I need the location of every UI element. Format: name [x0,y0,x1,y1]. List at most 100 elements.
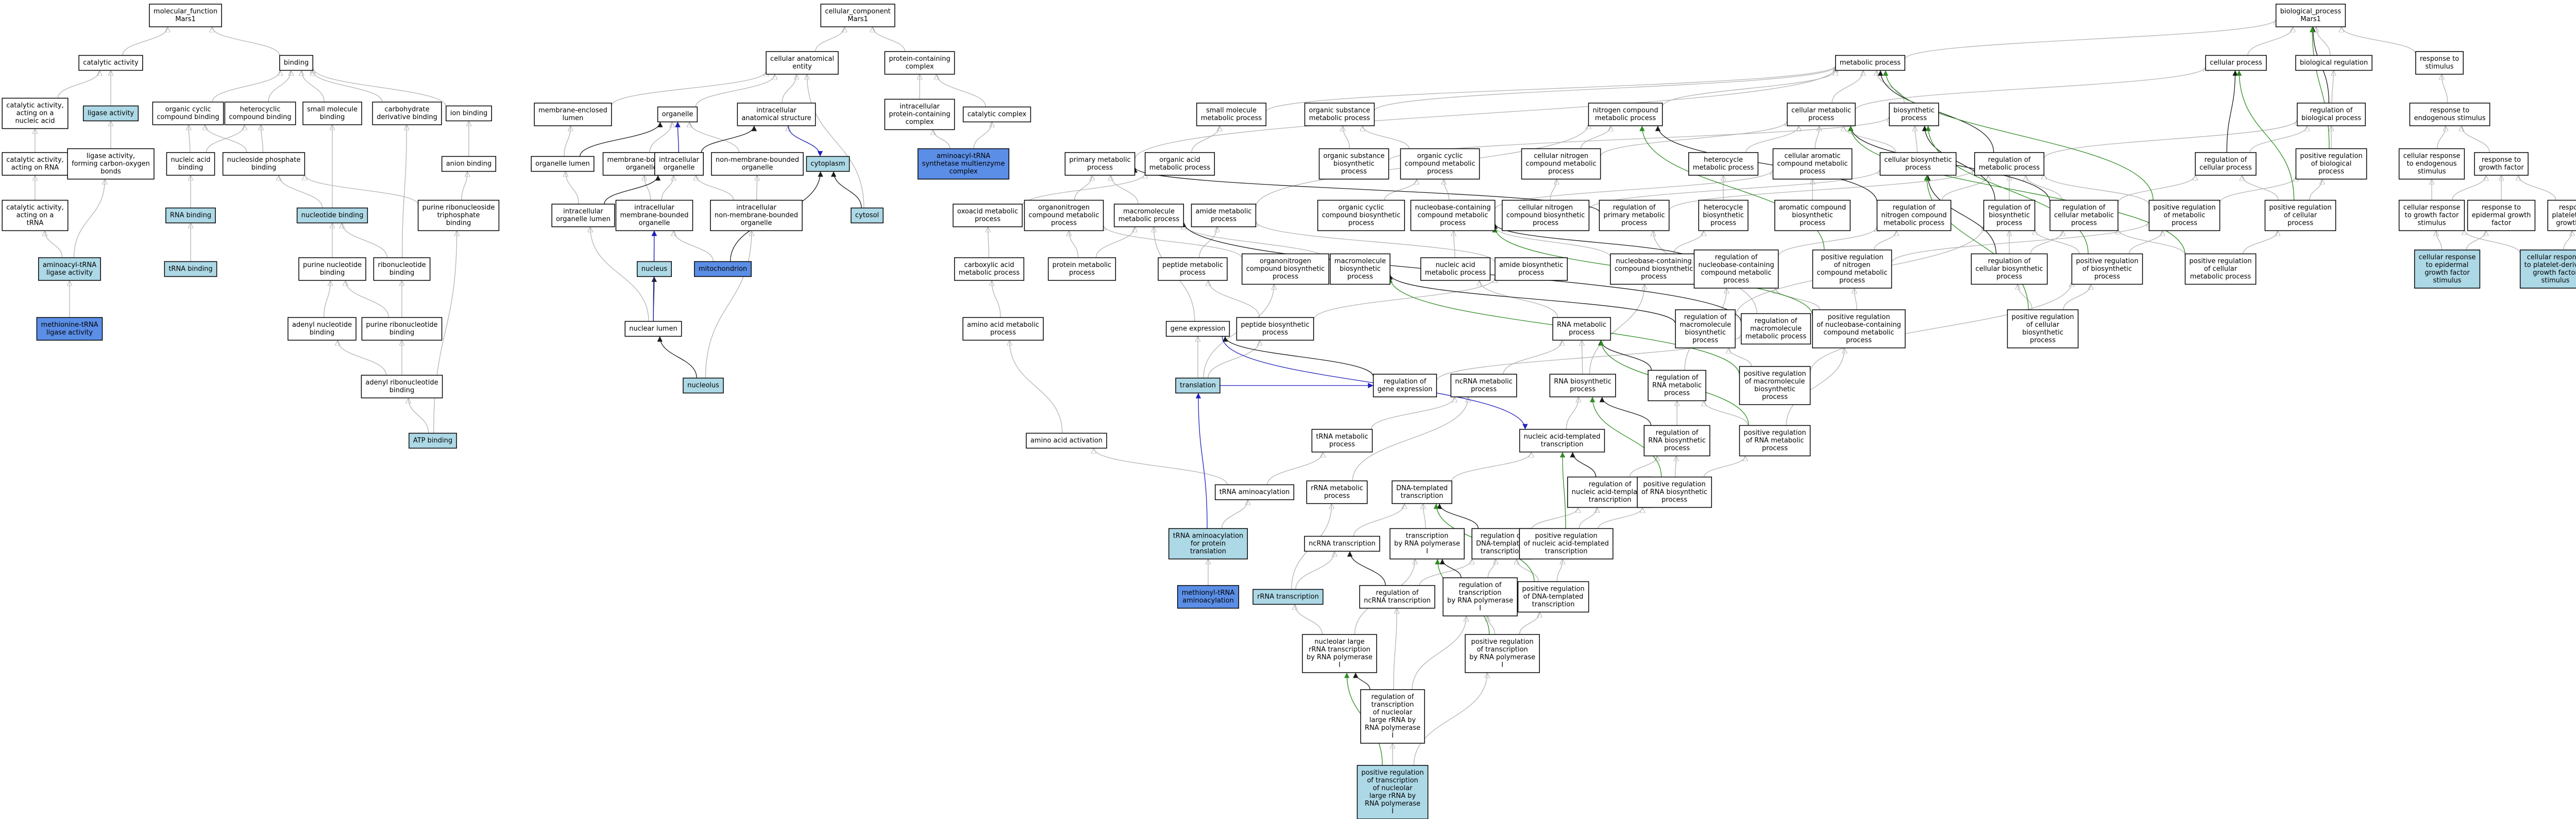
edge-is-a [1009,340,1063,433]
term-label: RNA binding [170,212,211,220]
term-box [1835,55,1906,71]
edge-is-a [2452,175,2486,200]
edge-is-a [1444,179,1450,200]
term-box [298,257,366,281]
term-box [1450,374,1517,397]
term-label-line: organic cyclic [165,106,211,113]
term-label-line: process [1762,393,1788,401]
term-label-line: primary metabolic [1069,156,1130,164]
edge-is-a [1843,125,1896,153]
go-term-aa-activation: amino acid activation [1026,432,1107,449]
term-box [2474,152,2529,176]
edge-is-a [346,280,389,318]
term-label-line: nucleolus [687,382,719,390]
edge-is-a [1199,227,1217,258]
term-label: catalytic complex [968,111,1027,119]
term-label-line: of cellular [2204,265,2238,273]
edge-is-a [461,172,467,200]
term-label-line: cellular response [2403,153,2461,160]
term-label-line: metabolic process [1979,164,2040,172]
term-label-line: nitrogen compound [1592,107,1658,114]
edge-is-a [815,26,844,52]
edge-is-a [2247,26,2293,56]
edge-is-a [1295,551,1334,590]
term-box [806,156,850,172]
term-label-line: process [1664,445,1690,453]
term-label-line: tRNA aminoacylation [1173,532,1244,540]
term-box [1158,257,1228,281]
edge-positively-regulates [1589,396,1662,477]
term-label-line: cellular_component [825,8,891,15]
go-term-cat-rna: catalytic activity,acting on RNA [2,152,69,176]
edge-is-a [661,175,673,200]
term-label-line: adenyl ribonucleotide [365,379,438,387]
term-label-line: process [1347,273,1373,281]
go-term-binding: binding [279,55,313,71]
term-label-line: process [1762,445,1788,453]
term-box [409,432,457,449]
term-box [657,106,698,123]
term-box [1191,204,1257,227]
go-term-cellular-proc: cellular process [2205,55,2267,71]
term-box [2414,249,2481,289]
term-box [1517,581,1589,613]
edge-is-a [2030,230,2063,254]
edge-is-a [1775,288,1820,310]
term-label-line: Mars1 [175,15,196,23]
edge-is-a [1579,507,1597,529]
term-label-line: tRNA metabolic [1316,433,1368,441]
term-label-line: of RNA metabolic [1746,437,1804,445]
term-label-line: organelle [664,164,695,172]
term-label-line: cellular anatomical [770,55,834,63]
edge-regulates [1222,336,1374,377]
edge-is-a [1855,66,2206,111]
edge-is-a [324,280,330,318]
term-box [1519,429,1605,453]
term-box [1196,103,1267,126]
edge-is-a [2243,230,2278,254]
term-label-line: of biological [2311,160,2352,168]
term-box [2264,199,2336,231]
term-label-line: forming carbon-oxygen [72,160,150,168]
edge-is-a [1074,175,1092,200]
term-label-line: cellular process [2199,164,2252,172]
term-box [1064,152,1136,176]
term-label-line: process [1569,329,1595,337]
term-label: ligase activity [88,110,134,118]
edge-part-of [580,122,663,157]
term-box [2519,249,2576,289]
term-box [637,261,672,277]
term-label-line: biosynthetic [1333,160,1375,168]
term-box [2415,51,2464,75]
term-label-line: metabolic process [1840,59,1901,67]
edge-regulates [1925,175,1997,254]
edge-is-a [337,340,387,376]
edge-is-a [1832,70,1863,104]
edge-is-a [1423,504,1426,529]
go-term-cytoplasm: cytoplasm [806,156,850,172]
edge-is-a [2437,126,2446,149]
term-box [1643,425,1710,457]
term-label-line: methionine-tRNA [41,321,98,329]
